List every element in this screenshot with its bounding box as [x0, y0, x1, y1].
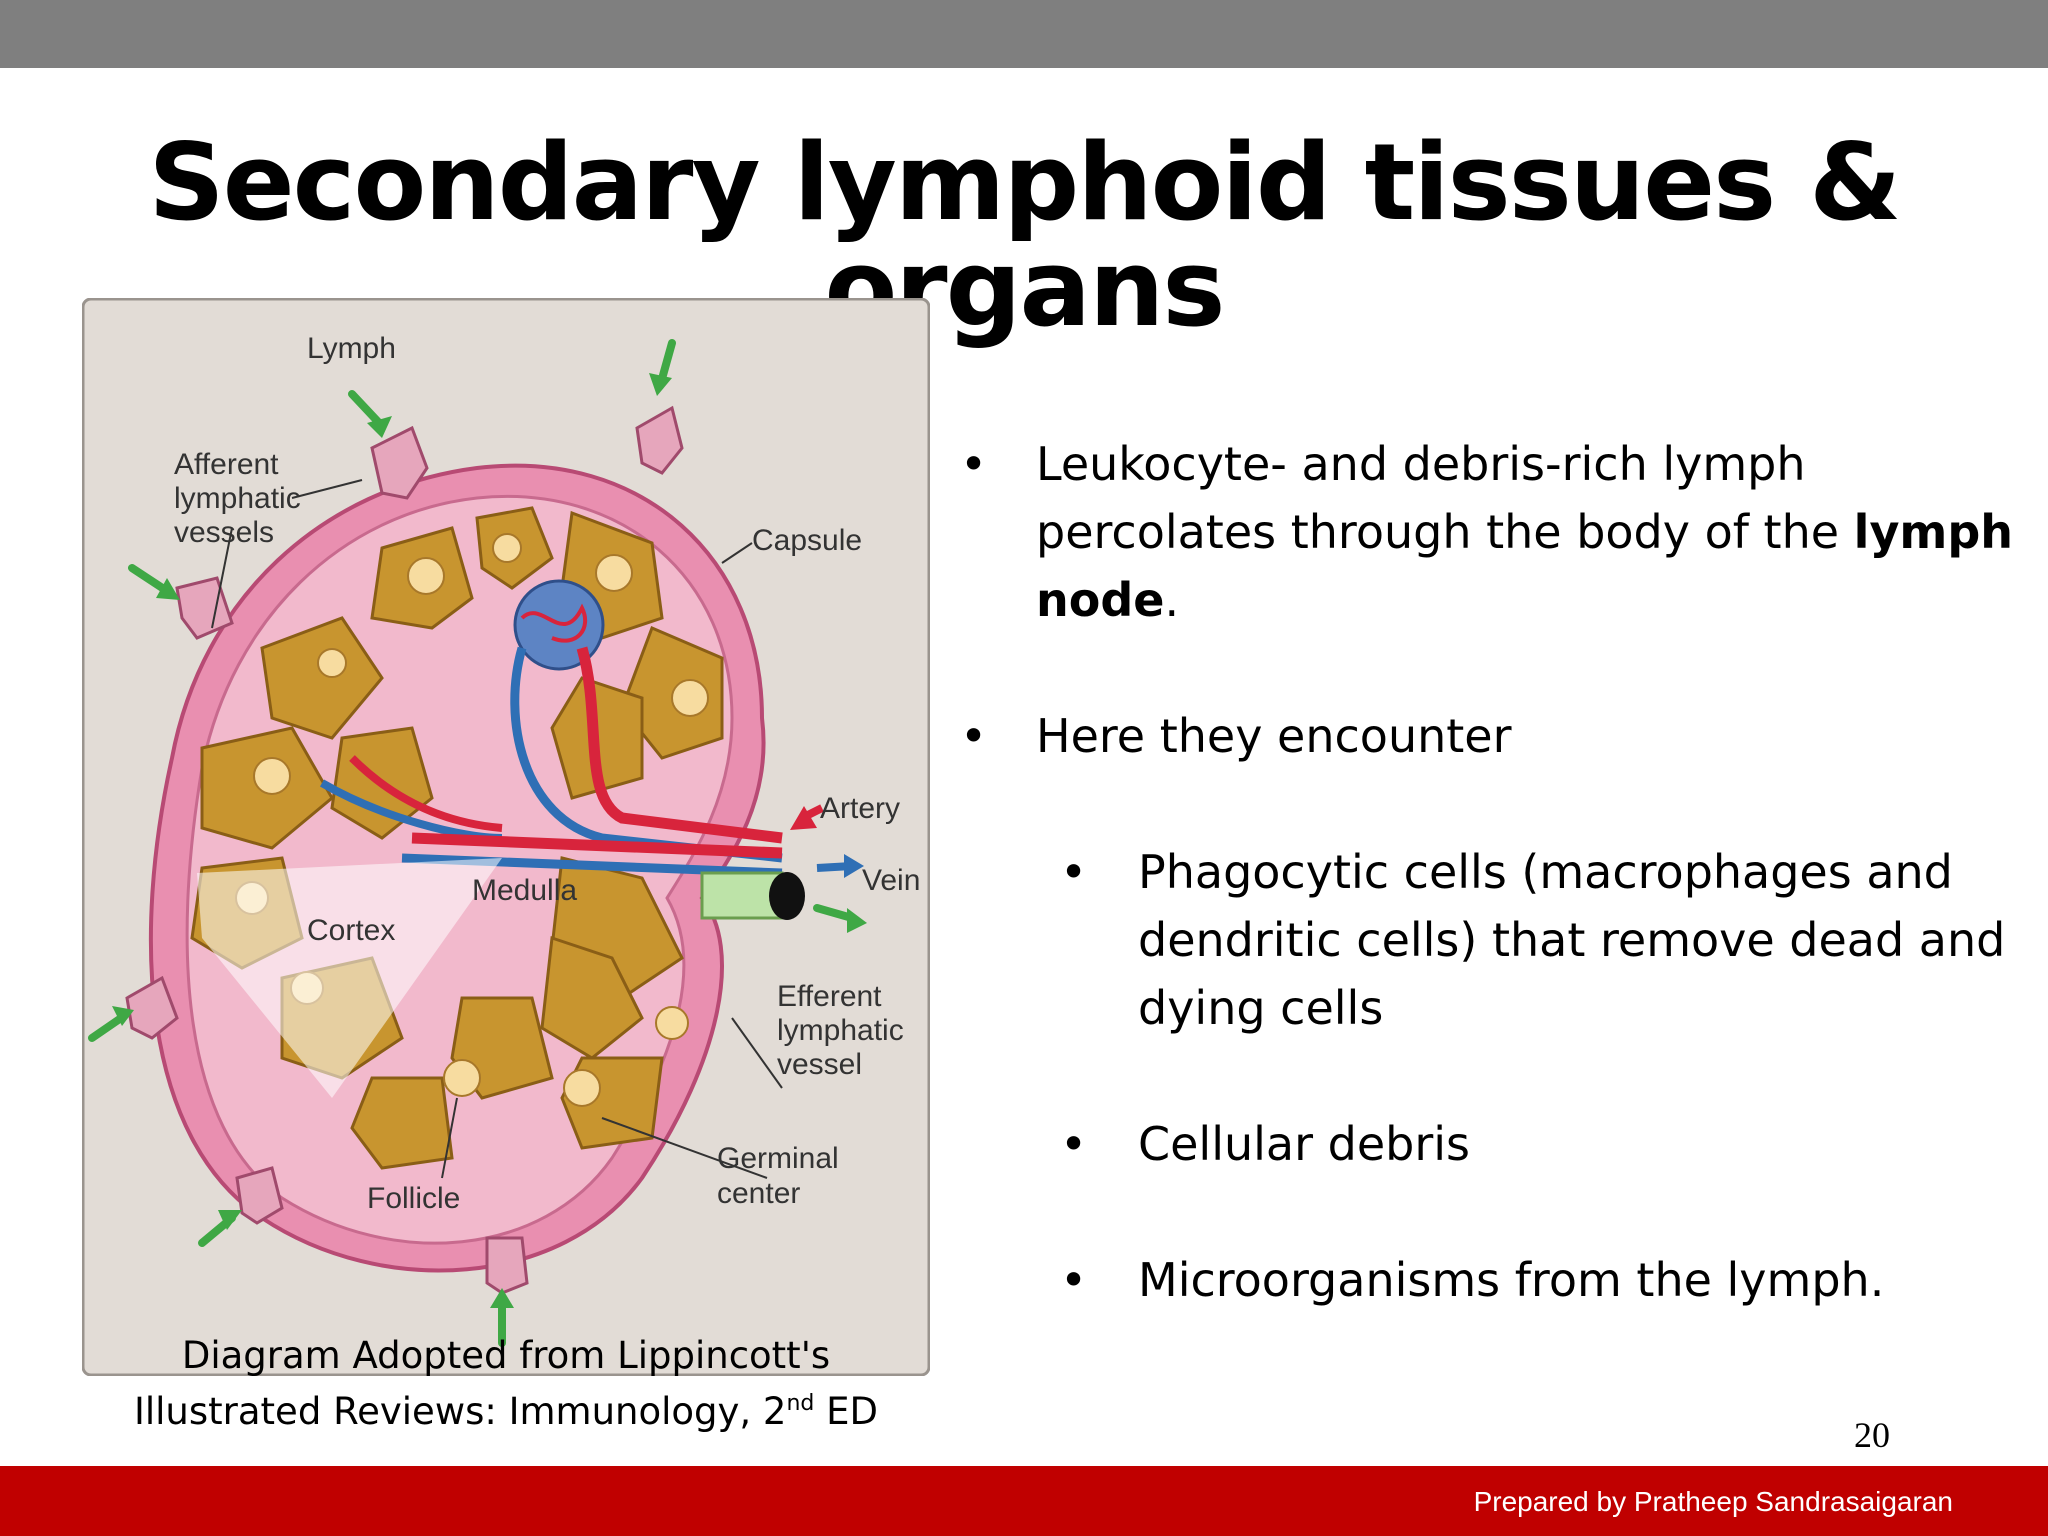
sub-bullet-text: Microorganisms from the lymph.: [1138, 1253, 1885, 1307]
lymph-node-diagram: Lymph Afferent lymphatic vessels Capsule…: [82, 298, 930, 1376]
page-number: 20: [1854, 1415, 1890, 1455]
label-germinal-2: center: [717, 1177, 800, 1210]
slide-title: Secondary lymphoid tissues & organs: [148, 121, 1901, 350]
bullet-text: Here they encounter: [1036, 709, 1512, 763]
caption-line-2: Illustrated Reviews: Immunology, 2nd ED: [82, 1384, 930, 1440]
label-afferent-3: vessels: [174, 516, 274, 549]
artery-vessel: [576, 646, 783, 844]
bullet-encounter: • Here they encounter: [960, 702, 2020, 770]
label-afferent-1: Afferent: [174, 448, 279, 481]
bullet-dot: •: [960, 709, 988, 763]
label-efferent-3: vessel: [777, 1048, 862, 1081]
sub-bullet-dot: •: [1060, 1253, 1088, 1307]
caption-line-2-suffix: ED: [814, 1390, 879, 1433]
bullet-list: • Leukocyte- and debris-rich lymph perco…: [960, 430, 2020, 1314]
label-efferent-1: Efferent: [777, 980, 882, 1013]
caption-superscript: nd: [786, 1391, 815, 1416]
top-bar: [0, 0, 2048, 68]
sub-bullet-dot: •: [1060, 845, 1088, 899]
bullet-period: .: [1164, 573, 1180, 627]
bullet-lymph-percolation: • Leukocyte- and debris-rich lymph perco…: [960, 430, 2020, 634]
label-germinal-1: Germinal: [717, 1142, 839, 1175]
sub-bullet-microorganisms: • Microorganisms from the lymph.: [960, 1246, 2020, 1314]
sub-bullet-dot: •: [1060, 1117, 1088, 1171]
label-follicle: Follicle: [367, 1182, 460, 1215]
bullet-bold-term: lymph node: [1036, 505, 2014, 627]
sub-bullet-text: Phagocytic cells (macrophages and dendri…: [1138, 845, 2006, 1035]
label-lymph: Lymph: [307, 332, 396, 365]
bullet-dot: •: [960, 437, 988, 491]
figure-caption: Diagram Adopted from Lippincott's Illust…: [82, 1328, 930, 1440]
label-vein: Vein: [862, 864, 920, 897]
label-cortex: Cortex: [307, 914, 395, 947]
sub-bullet-debris: • Cellular debris: [960, 1110, 2020, 1178]
label-capsule: Capsule: [752, 524, 862, 557]
sub-bullet-phagocytic: • Phagocytic cells (macrophages and dend…: [960, 838, 2020, 1042]
label-artery: Artery: [820, 792, 900, 825]
caption-line-1: Diagram Adopted from Lippincott's: [181, 1334, 831, 1377]
label-medulla: Medulla: [472, 874, 577, 907]
label-efferent-2: lymphatic: [777, 1014, 904, 1047]
caption-line-2-prefix: Illustrated Reviews: Immunology, 2: [133, 1390, 787, 1433]
vein-vessel: [510, 646, 783, 863]
label-afferent-2: lymphatic: [174, 482, 301, 515]
footer-credit: Prepared by Pratheep Sandrasaigaran: [1473, 1486, 1953, 1517]
sub-bullet-text: Cellular debris: [1138, 1117, 1470, 1171]
footer-bar: Prepared by Pratheep Sandrasaigaran: [0, 1466, 2048, 1536]
bullet-text: Leukocyte- and debris-rich lymph percola…: [1036, 437, 1854, 559]
